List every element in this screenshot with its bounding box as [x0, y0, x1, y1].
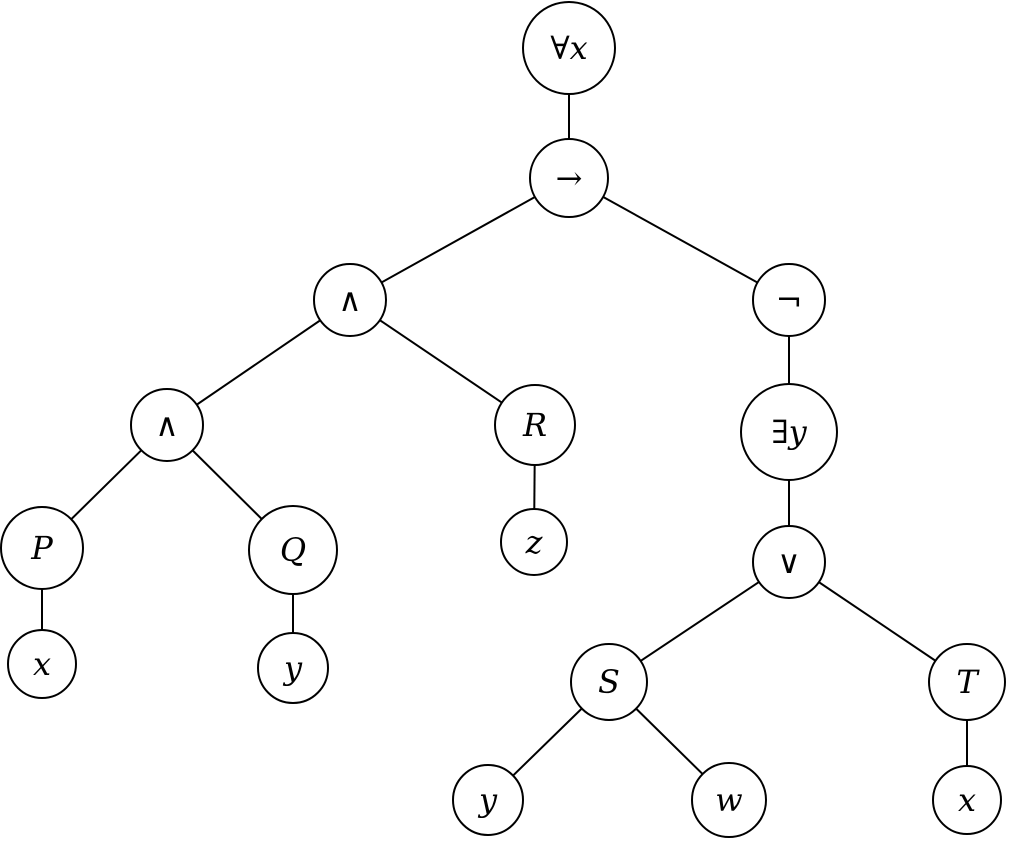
node-label: P	[30, 529, 53, 567]
tree-node-Q: Q	[248, 505, 338, 595]
node-label: y	[282, 649, 303, 687]
tree-node-forall: ∀x	[522, 1, 616, 95]
tree-node-y1: y	[257, 632, 329, 704]
tree-node-exists: ∃y	[740, 383, 838, 481]
node-label: ∀x	[550, 29, 587, 67]
edge-implies-not	[568, 177, 790, 301]
node-label: R	[522, 406, 547, 444]
tree-node-or: ∨	[752, 525, 826, 599]
node-circle	[257, 632, 329, 704]
tree-node-R: R	[494, 384, 576, 466]
node-label: S	[598, 663, 620, 701]
node-circle	[7, 629, 77, 699]
tree-node-z: z	[500, 508, 568, 576]
node-label: ∨	[777, 543, 800, 581]
node-circle	[0, 506, 84, 590]
node-circle	[928, 643, 1006, 721]
tree-node-y2: y	[452, 764, 524, 836]
tree-node-and2: ∧	[130, 388, 204, 462]
node-label: →	[556, 159, 583, 197]
tree-node-not: ¬	[752, 263, 826, 337]
node-circle	[529, 138, 609, 218]
node-label: ∃y	[771, 413, 807, 451]
node-label: T	[956, 663, 980, 701]
tree-node-w: w	[691, 762, 767, 838]
node-circle	[500, 508, 568, 576]
edge-implies-and1	[349, 177, 570, 301]
node-circle	[494, 384, 576, 466]
node-label: y	[477, 781, 498, 819]
node-circle	[248, 505, 338, 595]
node-circle	[752, 525, 826, 599]
tree-node-S: S	[570, 643, 648, 721]
node-circle	[130, 388, 204, 462]
node-label: x	[958, 781, 976, 819]
tree-node-and1: ∧	[313, 263, 387, 337]
node-label: Q	[280, 531, 306, 569]
node-circle	[691, 762, 767, 838]
node-label: ∧	[338, 281, 361, 319]
tree-node-P: P	[0, 506, 84, 590]
node-circle	[752, 263, 826, 337]
node-circle	[932, 765, 1002, 835]
node-label: x	[33, 645, 51, 683]
node-label: w	[715, 781, 742, 819]
node-label: z	[525, 523, 544, 561]
tree-node-T: T	[928, 643, 1006, 721]
tree-node-x1: x	[7, 629, 77, 699]
node-circle	[313, 263, 387, 337]
node-circle	[740, 383, 838, 481]
node-circle	[522, 1, 616, 95]
node-label: ¬	[776, 281, 803, 319]
tree-node-implies: →	[529, 138, 609, 218]
node-label: ∧	[155, 406, 178, 444]
node-circle	[570, 643, 648, 721]
tree-node-x2: x	[932, 765, 1002, 835]
node-circle	[452, 764, 524, 836]
